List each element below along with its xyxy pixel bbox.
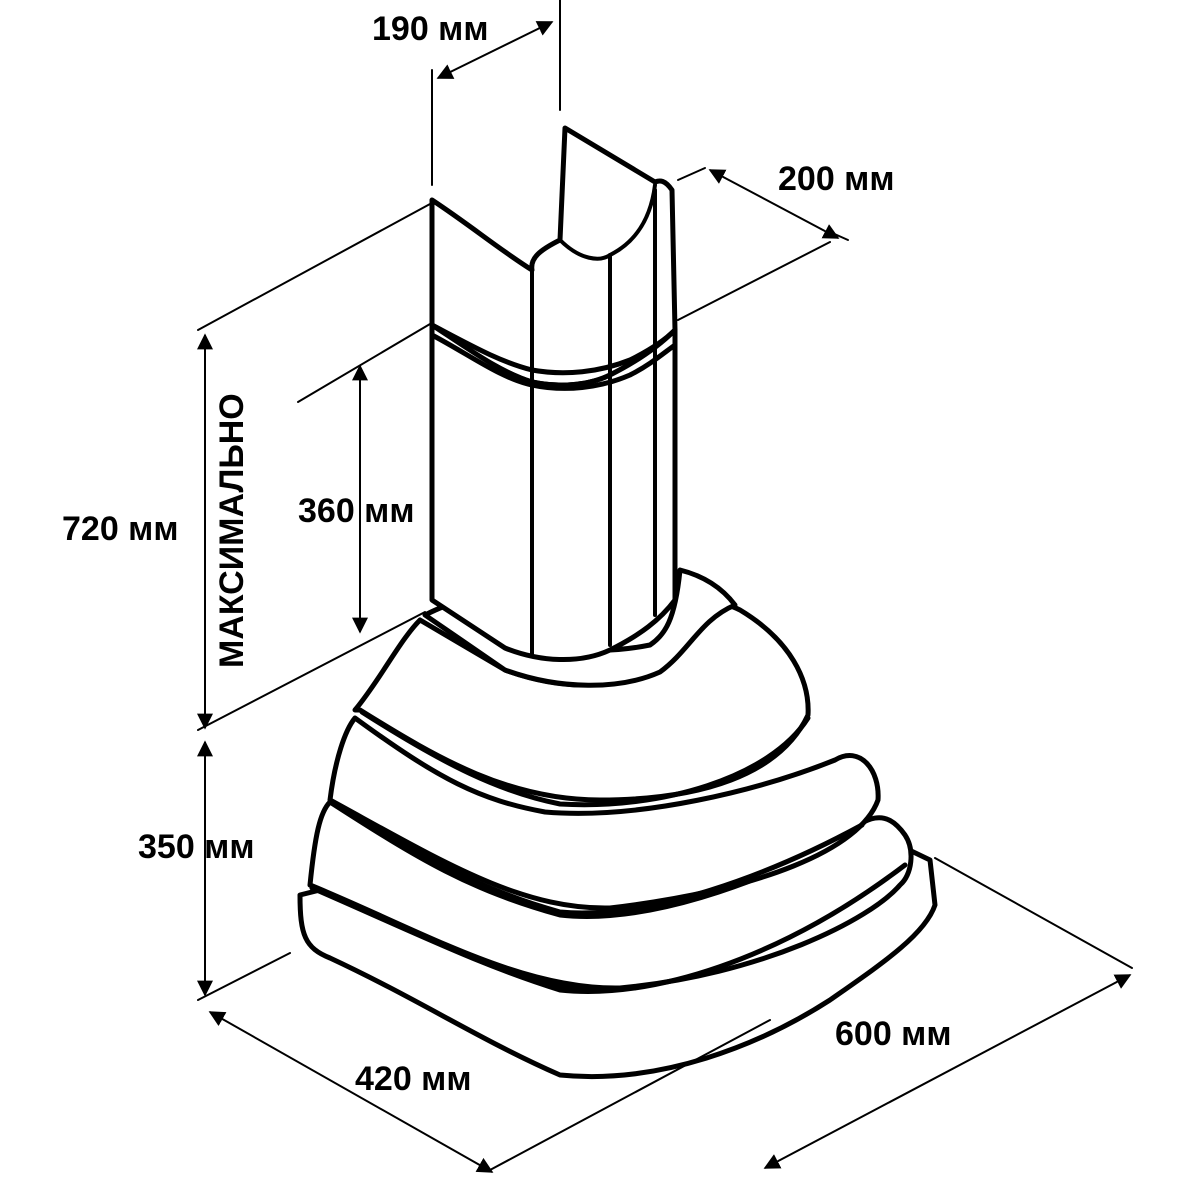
label-duct-width: 190 мм <box>372 10 488 48</box>
chimney-duct <box>429 125 678 663</box>
label-min-height: 360 мм <box>298 492 414 530</box>
extension-lines <box>197 0 1133 1171</box>
hood-groove-1 <box>359 709 811 808</box>
hood-tier-3 <box>307 799 914 991</box>
hood-tier-2 <box>327 715 881 911</box>
dim-line-hood-width <box>763 974 1132 1169</box>
label-hood-depth: 420 мм <box>355 1060 471 1098</box>
label-max: МАКСИМАЛЬНО <box>213 393 251 668</box>
label-hood-height: 350 мм <box>138 828 254 866</box>
label-hood-width: 600 мм <box>835 1015 951 1053</box>
dim-line-duct-depth <box>708 169 840 239</box>
duct-joint-band-top <box>429 322 678 376</box>
dim-line-hood-depth <box>208 1011 494 1173</box>
dimension-labels: 190 мм 200 мм 720 мм МАКСИМАЛЬНО 360 мм … <box>62 10 951 1098</box>
label-max-height: 720 мм <box>62 510 178 548</box>
duct-joint-band-bottom <box>429 332 678 391</box>
label-duct-depth: 200 мм <box>778 160 894 198</box>
hood-groove-3 <box>309 862 908 994</box>
dim-line-duct-width <box>436 21 554 79</box>
dimension-lines <box>197 21 1132 1173</box>
hood-groove-2 <box>329 800 865 916</box>
